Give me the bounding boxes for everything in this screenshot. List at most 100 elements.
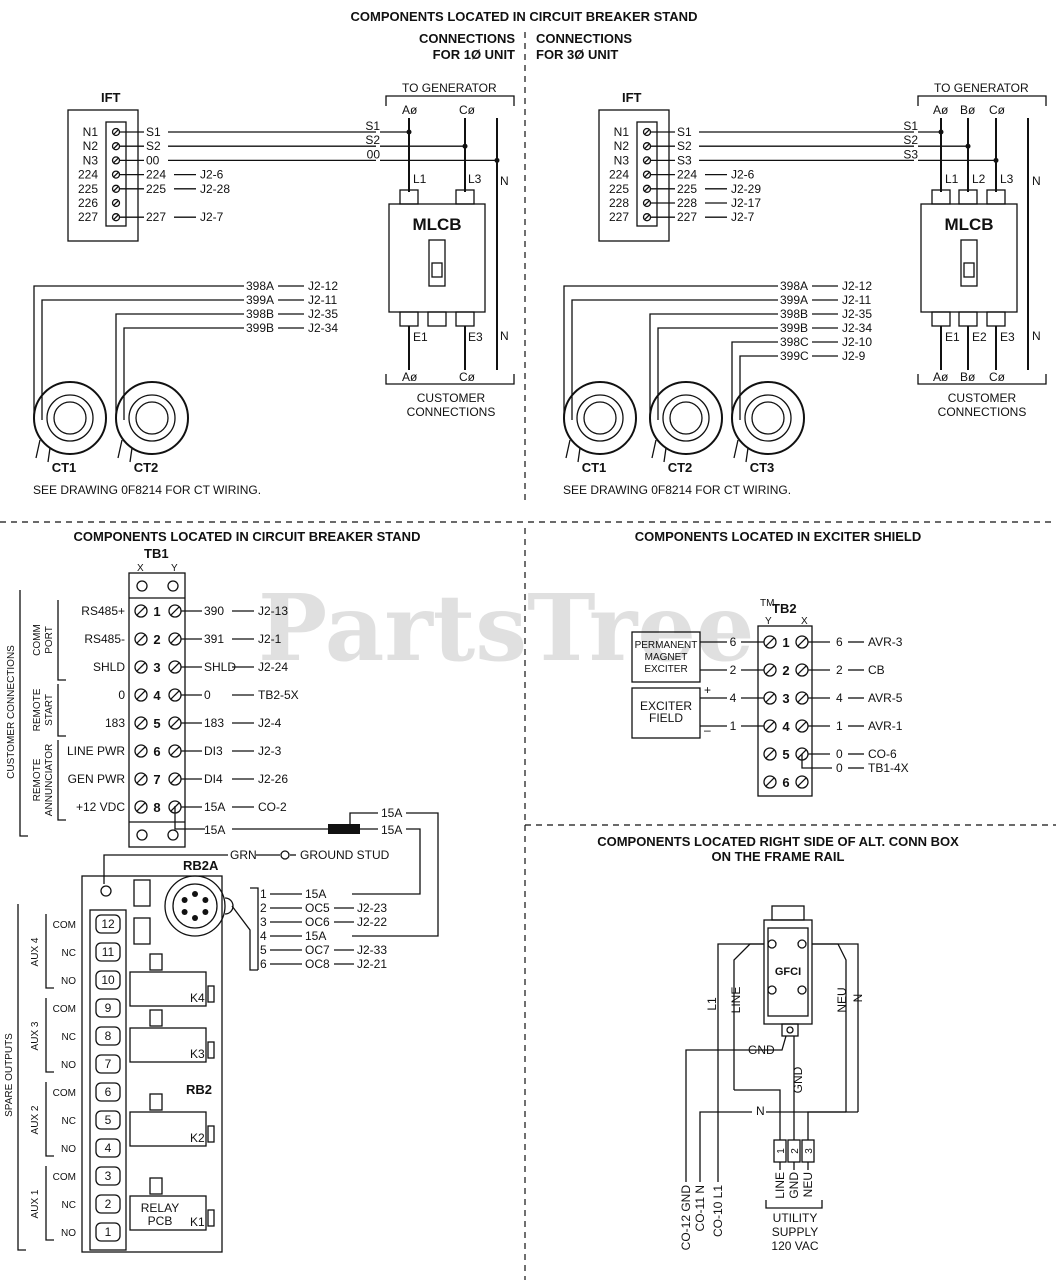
utility-terminal-number: 2 <box>790 1148 801 1154</box>
rb2-terminal-number: 10 <box>101 973 115 987</box>
mlcb-lug-e3 <box>455 311 475 327</box>
gfci-n-mid-label: N <box>756 1104 765 1118</box>
ift-wire-end-label: 00 <box>367 147 381 161</box>
tb2-right-dest: AVR-5 <box>868 691 903 705</box>
rb2a-pin <box>202 897 209 903</box>
e3-3-label: E3 <box>1000 330 1015 344</box>
ift-term-label: N2 <box>83 139 99 153</box>
tb2-right-wire-label: 6 <box>836 635 843 649</box>
ct-dest-label: J2-34 <box>842 321 872 335</box>
tb2-right-wire-label: 4 <box>836 691 843 705</box>
ct-ring-outer <box>649 381 723 455</box>
mlcb-lug-l3 <box>455 189 475 205</box>
ift-dest-label: J2-7 <box>731 210 755 224</box>
ift-wire-label: S2 <box>677 139 692 153</box>
title-mid-left: COMPONENTS LOCATED IN CIRCUIT BREAKER ST… <box>74 529 421 544</box>
tb2-right-dest: AVR-3 <box>868 635 903 649</box>
fuse-wire-c: 15A <box>381 823 402 837</box>
gfci-ground-tab <box>781 1023 799 1037</box>
tb1-row-label: GEN PWR <box>68 772 126 786</box>
gfci-n-wire <box>812 943 859 1112</box>
tb2-row-number: 4 <box>782 719 790 734</box>
ct-wire-path <box>41 299 244 420</box>
tb1-screw-y-slot <box>170 690 180 700</box>
ct-dest-label: J2-11 <box>308 293 337 307</box>
ct-wire-label: 398C <box>780 335 809 349</box>
tb2-extra-wire-label: 0 <box>836 761 843 775</box>
ift-wire-end-label: S1 <box>365 119 380 133</box>
rb2-terminal <box>95 1082 121 1102</box>
ct-ring-core <box>669 401 703 435</box>
to-generator-label: TO GENERATOR <box>402 81 497 95</box>
tb1-screw-y-slot <box>170 746 180 756</box>
tb2-right-dest: CB <box>868 663 885 677</box>
ct-ring-inner <box>46 394 94 442</box>
ift-screw-slot <box>113 214 119 221</box>
title-bot-right-b: ON THE FRAME RAIL <box>712 849 845 864</box>
fuse-return-line-2 <box>352 828 421 895</box>
relay-pcb-label-b: PCB <box>148 1214 173 1228</box>
rb2a-harness-bracket <box>250 887 259 970</box>
tb1-screw-x <box>134 772 148 786</box>
neutral-label-top: N <box>500 174 509 188</box>
ift-term-label: 227 <box>78 210 98 224</box>
exciter-minus: – <box>704 723 711 737</box>
ct-wire-path <box>649 313 778 420</box>
ift-screw-slot <box>113 129 119 135</box>
ift-screw <box>111 198 121 208</box>
rb2-terminal-number: 2 <box>105 1197 112 1211</box>
ct-label: CT2 <box>668 460 693 475</box>
tb1-screw-x <box>134 660 148 674</box>
tb1-row-number: 2 <box>153 632 160 647</box>
phase3-c-label: Cø <box>989 103 1006 117</box>
e2-3-label: E2 <box>972 330 987 344</box>
rb2a-pin-wire-label: OC5 <box>305 901 330 915</box>
pme-label-a: PERMANENT <box>635 640 698 651</box>
gfci-screw-1 <box>767 939 777 949</box>
title-conn1-a: CONNECTIONS <box>419 31 515 46</box>
neutral-label-bottom: N <box>500 329 509 343</box>
gfci-neu-wire <box>812 943 847 1112</box>
tb1-row-wire-label: 15A <box>204 800 225 814</box>
ift-wire-label: S1 <box>146 125 161 139</box>
ift-term-label: 226 <box>78 196 98 210</box>
utility-bracket <box>765 1200 823 1209</box>
ct-dest-label: J2-9 <box>842 349 866 363</box>
tb1-row-number: 5 <box>153 716 160 731</box>
remote-start-label-b: START <box>44 694 55 726</box>
gfci-face <box>767 927 809 1017</box>
ift-box <box>67 109 139 242</box>
tb1-row-label: 0 <box>118 688 125 702</box>
tb2-right-wire-label: 1 <box>836 719 843 733</box>
rb2a-pin <box>202 909 209 915</box>
rb2a-connector <box>164 875 226 937</box>
customer-label-a: CUSTOMER <box>417 391 486 405</box>
fuse-wire-b: 15A <box>381 806 402 820</box>
ift-screw-slot <box>644 200 650 206</box>
ct-dest-label: J2-35 <box>308 307 338 321</box>
ift-dest-label: J2-17 <box>731 196 761 210</box>
ct-ring-outer <box>563 381 637 455</box>
ift-term-label: 224 <box>78 168 98 182</box>
rb2a-connector-key <box>224 897 234 915</box>
tb1-row-dest: TB2-5X <box>258 688 299 702</box>
relay-box <box>129 1027 207 1063</box>
tb1-row-label: SHLD <box>93 660 125 674</box>
rb2-terminal-number: 1 <box>105 1225 112 1239</box>
gfci-screw-2 <box>797 939 807 949</box>
customer3-label-a: CUSTOMER <box>948 391 1017 405</box>
rb2-terminal-role: NO <box>61 976 76 987</box>
aux-label: AUX 3 <box>30 1021 41 1050</box>
mlcb3-label: MLCB <box>944 215 993 234</box>
ground-stud-label: GROUND STUD <box>300 848 390 862</box>
tb1-row-wire-label: SHLD <box>204 660 236 674</box>
relay-label: K3 <box>190 1047 205 1061</box>
tb2-right-wire-label: 2 <box>836 663 843 677</box>
tb1-mount-hole-tr <box>167 580 179 592</box>
relay-component <box>149 1177 163 1195</box>
ift-term-label: N3 <box>614 153 630 167</box>
